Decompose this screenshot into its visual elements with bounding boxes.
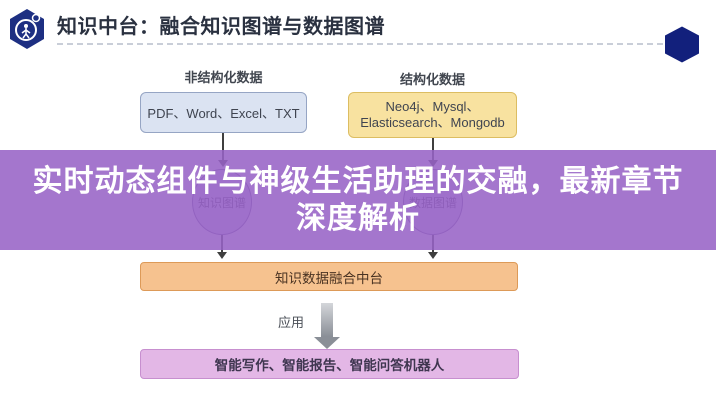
fusion-platform-box: 知识数据融合中台 — [140, 262, 518, 291]
unstructured-sources-box: PDF、Word、Excel、TXT — [140, 92, 307, 133]
hexagon-bullet-icon — [665, 26, 699, 63]
apply-arrow-icon — [321, 303, 333, 337]
down-arrow-icon — [217, 252, 227, 259]
page-title: 知识中台：融合知识图谱与数据图谱 — [57, 16, 385, 38]
headline-line-1: 实时动态组件与神级生活助理的交融，最新章节 — [32, 165, 684, 198]
headline-line-2: 深度解析 — [296, 202, 420, 235]
structured-data-label: 结构化数据 — [399, 72, 465, 87]
headline-overlay-banner: 实时动态组件与神级生活助理的交融，最新章节 深度解析 — [0, 150, 716, 250]
unstructured-data-label: 非结构化数据 — [184, 70, 263, 85]
structured-sources-box: Neo4j、Mysql、Elasticsearch、Mongodb — [348, 92, 517, 138]
apply-arrowhead-icon — [314, 337, 340, 349]
down-arrow-icon — [428, 252, 438, 259]
apply-label: 应用 — [278, 315, 305, 330]
applications-box: 智能写作、智能报告、智能问答机器人 — [140, 349, 519, 379]
connector-line — [222, 133, 224, 160]
knowledge-platform-logo-icon — [10, 9, 44, 49]
connector-line — [432, 138, 434, 160]
header-divider — [57, 43, 663, 45]
